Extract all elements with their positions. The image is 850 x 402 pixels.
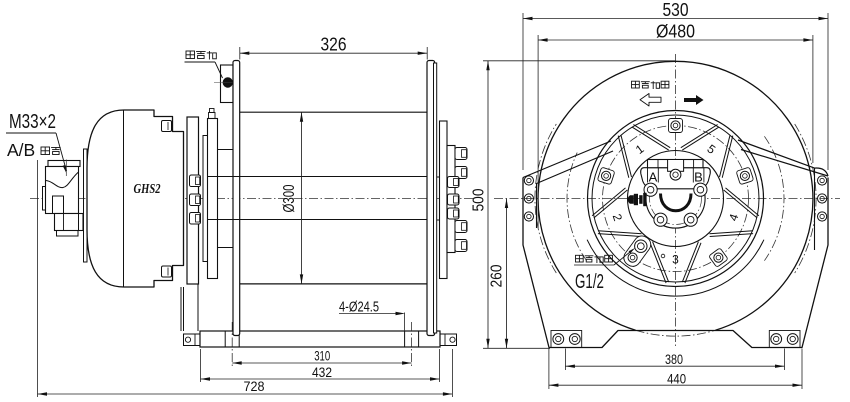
svg-text:728: 728 <box>244 378 265 394</box>
svg-text:530: 530 <box>663 0 689 20</box>
svg-text:440: 440 <box>667 372 686 387</box>
svg-text:432: 432 <box>312 364 332 380</box>
svg-text:310: 310 <box>314 348 330 364</box>
svg-text:A/B: A/B <box>7 140 35 160</box>
svg-text:4-Ø24.5: 4-Ø24.5 <box>339 300 379 316</box>
svg-text:380: 380 <box>665 352 683 367</box>
svg-text:GHS2: GHS2 <box>134 182 161 197</box>
svg-text:M33×2: M33×2 <box>9 111 56 133</box>
svg-text:G1/2: G1/2 <box>575 271 604 293</box>
svg-text:326: 326 <box>321 34 347 55</box>
svg-text:4: 4 <box>726 212 741 223</box>
svg-text:Ø480: Ø480 <box>656 21 695 42</box>
svg-text:Ø300: Ø300 <box>281 184 298 212</box>
svg-text:B: B <box>694 170 703 185</box>
svg-text:500: 500 <box>471 188 488 211</box>
svg-text:2: 2 <box>610 212 625 223</box>
svg-text:260: 260 <box>489 264 506 287</box>
svg-text:A: A <box>649 170 658 185</box>
svg-text:3: 3 <box>672 253 679 267</box>
